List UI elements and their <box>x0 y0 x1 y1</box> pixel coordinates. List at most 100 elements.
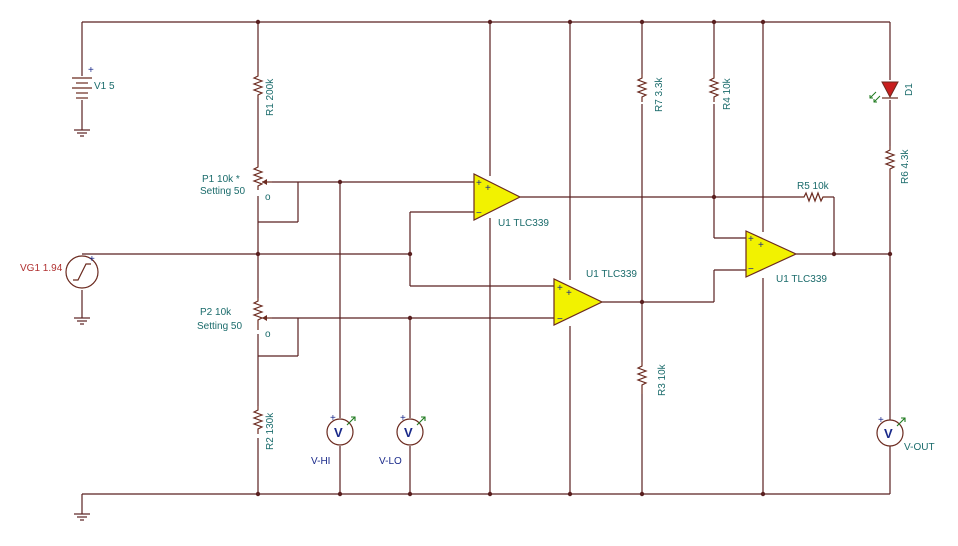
junction-dot <box>887 251 893 257</box>
p1-label: P1 10k * <box>202 174 240 185</box>
junction-dot <box>639 299 645 305</box>
junction-dot <box>639 491 645 497</box>
v1-label: V1 5 <box>94 81 115 92</box>
r2-label: R2 130k <box>265 412 276 450</box>
junction-dot <box>255 491 261 497</box>
resistor-zigzag <box>708 74 720 102</box>
vg1-label: VG1 1.94 <box>20 263 63 274</box>
resistor-r2[interactable]: R2 130k <box>252 406 276 450</box>
u1b-label: U1 TLC339 <box>586 269 637 280</box>
meter-arrow-icon <box>346 416 356 426</box>
junction-dot <box>255 19 261 25</box>
meter-plus-sign: + <box>330 413 336 424</box>
pot-wiper-arrow-icon <box>262 179 267 185</box>
resistor-r6[interactable]: R6 4.3k <box>884 146 911 184</box>
p1-setting: Setting 50 <box>200 186 245 197</box>
opamp-plus-sign: + <box>476 178 482 189</box>
r6-label: R6 4.3k <box>900 149 911 184</box>
junction-dot <box>760 19 766 25</box>
voltmeter-vout[interactable]: V + V-OUT <box>876 415 935 453</box>
junction-dot <box>487 491 493 497</box>
meter-symbol: V <box>334 425 343 440</box>
junction-dot <box>760 491 766 497</box>
generator-waveform-icon <box>73 263 91 281</box>
vout-label: V-OUT <box>904 442 935 453</box>
vlo-label: V-LO <box>379 456 402 467</box>
meter-symbol: V <box>404 425 413 440</box>
p1-wiper-mark: o <box>265 192 271 203</box>
junction-dot <box>639 19 645 25</box>
led-light-arrow-icon <box>873 95 881 103</box>
meter-body <box>876 419 904 447</box>
p2-wiper-mark: o <box>265 329 271 340</box>
resistor-r3[interactable]: R3 10k <box>636 362 668 396</box>
opamp-minus-sign: − <box>476 208 482 219</box>
junction-dot <box>407 315 413 321</box>
r5-label: R5 10k <box>797 181 830 192</box>
resistor-r1[interactable]: R1 200k <box>252 72 276 116</box>
junction-dot <box>337 491 343 497</box>
supply-plus-sign: + <box>566 288 572 299</box>
u1c-label: U1 TLC339 <box>776 274 827 285</box>
supply-plus-sign: + <box>485 183 491 194</box>
led-triangle-icon <box>881 81 899 99</box>
potentiometer-p1[interactable]: o P1 10k * Setting 50 <box>200 164 272 203</box>
meter-body <box>396 418 424 446</box>
junction-dot <box>567 491 573 497</box>
junction-dot <box>337 179 343 185</box>
led-light-arrow-icon <box>869 91 877 99</box>
junction-dot <box>487 19 493 25</box>
d1-label: D1 <box>904 83 915 96</box>
led-d1[interactable]: D1 <box>869 81 915 103</box>
opamp-triangle <box>745 230 798 278</box>
opamp-triangle <box>473 173 522 221</box>
wires <box>81 21 891 514</box>
junction-dot <box>255 251 261 257</box>
junction-dot <box>567 19 573 25</box>
voltmeter-vlo[interactable]: V + V-LO <box>379 413 426 467</box>
resistor-zigzag <box>636 362 648 394</box>
opamp-plus-sign: + <box>557 283 563 294</box>
comparator-u1c[interactable]: + + − U1 TLC339 <box>745 230 827 285</box>
vhi-label: V-HI <box>311 456 330 467</box>
opamp-triangle <box>553 278 604 326</box>
generator-plus-sign: + <box>89 254 95 265</box>
meter-body <box>326 418 354 446</box>
opamp-minus-sign: − <box>557 314 563 325</box>
meter-arrow-icon <box>416 416 426 426</box>
resistor-r4[interactable]: R4 10k <box>708 74 733 110</box>
junction-dot <box>711 194 717 200</box>
voltmeter-vhi[interactable]: V + V-HI <box>311 413 356 467</box>
resistor-r7[interactable]: R7 3.3k <box>636 74 665 112</box>
opamp-minus-sign: − <box>748 264 754 275</box>
junction-dot <box>407 491 413 497</box>
meter-symbol: V <box>884 426 893 441</box>
pot-wiper-arrow-icon <box>262 315 267 321</box>
junction-dot <box>711 19 717 25</box>
supply-plus-sign: + <box>758 240 764 251</box>
resistor-r5[interactable]: R5 10k <box>797 181 830 203</box>
pot-zigzag <box>252 298 264 330</box>
u1a-label: U1 TLC339 <box>498 218 549 229</box>
resistor-zigzag <box>800 191 830 203</box>
resistor-zigzag <box>636 74 648 102</box>
r4-label: R4 10k <box>722 77 733 110</box>
ground-main <box>74 513 90 521</box>
comparator-u1b[interactable]: + + − U1 TLC339 <box>553 269 637 326</box>
opamp-plus-sign: + <box>748 234 754 245</box>
comparator-u1a[interactable]: + + − U1 TLC339 <box>473 173 549 229</box>
battery-v1[interactable]: + V1 5 <box>72 65 115 99</box>
meter-plus-sign: + <box>400 413 406 424</box>
r1-label: R1 200k <box>265 78 276 116</box>
ground-v1 <box>74 129 90 137</box>
r3-label: R3 10k <box>657 363 668 396</box>
resistor-zigzag <box>252 406 264 434</box>
signal-generator-vg1[interactable]: + VG1 1.94 <box>20 254 99 289</box>
ground-vg1 <box>74 317 90 325</box>
meter-arrow-icon <box>896 417 906 427</box>
potentiometer-p2[interactable]: o P2 10k Setting 50 <box>197 298 272 340</box>
resistor-zigzag <box>252 72 264 98</box>
junction-dot <box>407 251 413 257</box>
meter-plus-sign: + <box>878 415 884 426</box>
